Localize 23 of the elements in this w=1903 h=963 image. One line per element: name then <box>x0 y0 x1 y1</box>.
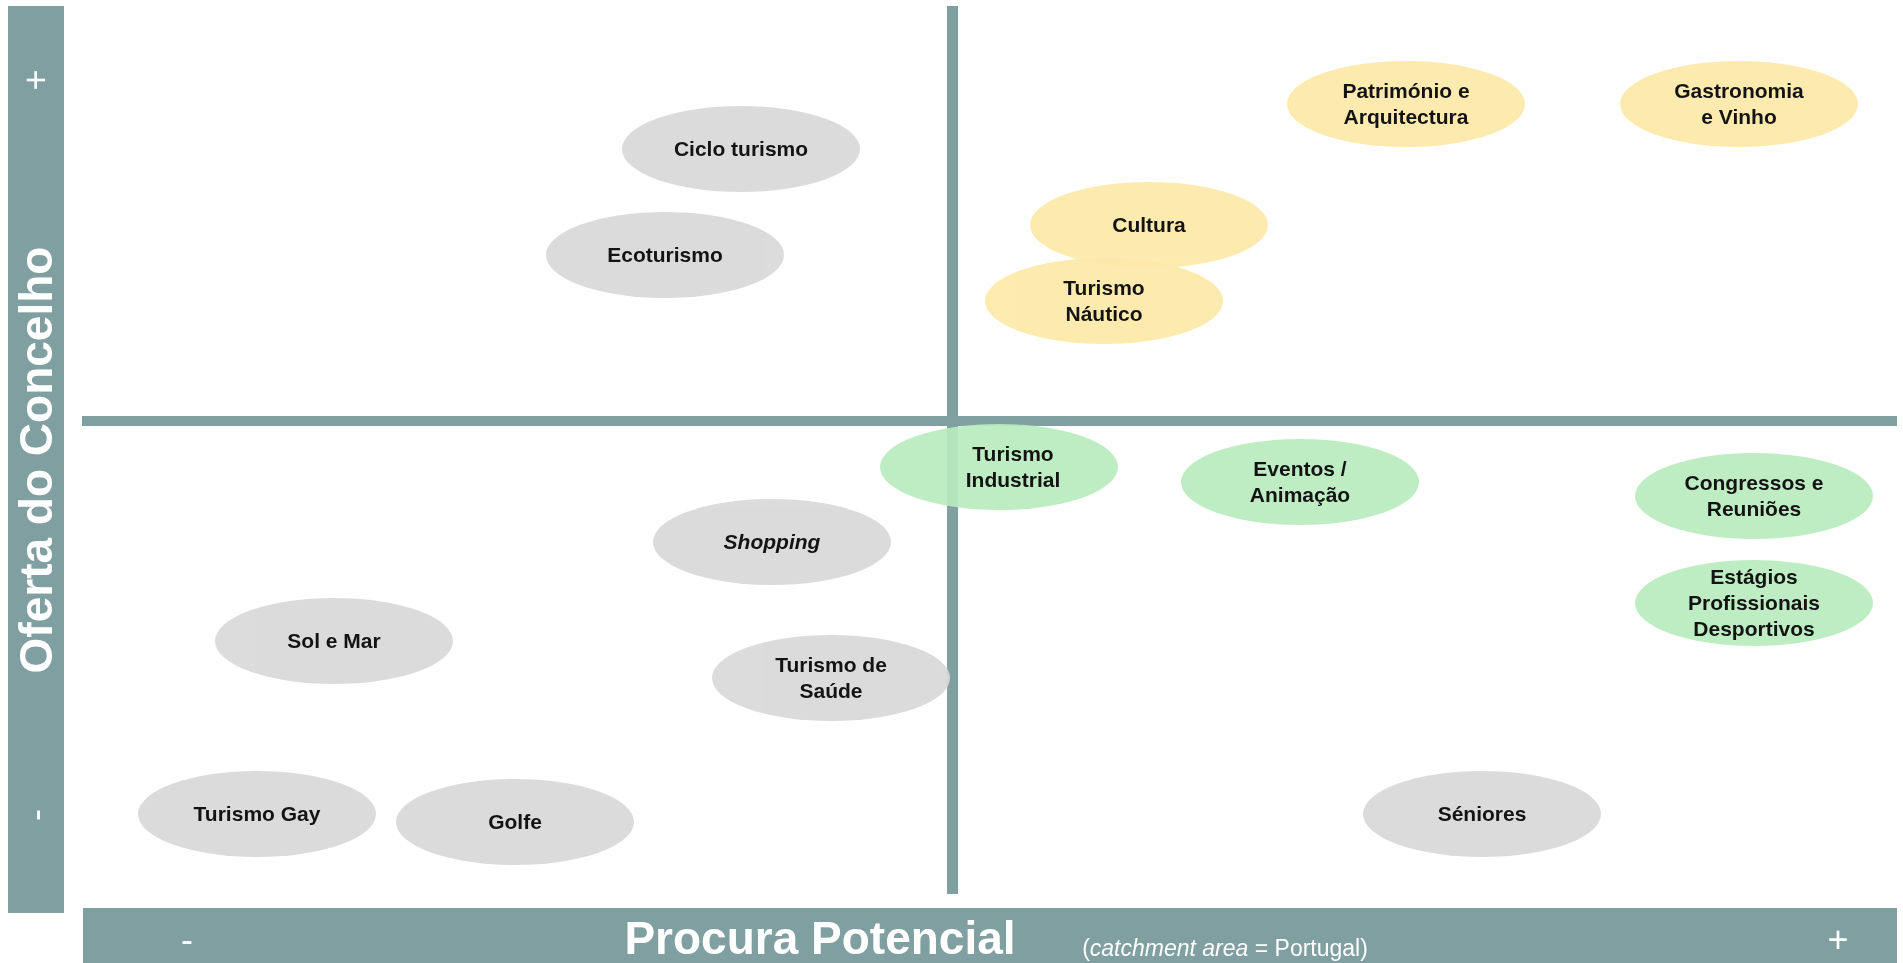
topic-label: Turismo Gay <box>193 800 321 827</box>
topic-label: Turismo Náutico <box>1062 274 1146 327</box>
topic-label: Shopping <box>723 528 821 555</box>
topic-label: Ciclo turismo <box>673 135 809 162</box>
topic-label: Ecoturismo <box>607 241 723 268</box>
axis-title: Procura Potencial <box>624 911 1016 963</box>
axis-title: Oferta do Concelho <box>9 246 63 674</box>
topic-label: Turismo de Saúde <box>774 651 888 704</box>
minus-sign: - <box>181 919 193 961</box>
topic-label: Património e Arquitectura <box>1341 77 1471 130</box>
topic-label: Séniores <box>1437 800 1527 827</box>
plus-sign: + <box>15 69 57 91</box>
topic-label: Cultura <box>1112 211 1186 238</box>
topic-label: Turismo Industrial <box>964 440 1062 493</box>
topic-label: Sol e Mar <box>287 627 381 654</box>
minus-sign: - <box>15 809 57 821</box>
topic-label: Golfe <box>488 808 542 835</box>
topic-label: Gastronomia e Vinho <box>1673 77 1805 130</box>
topic-label: Estágios Profissionais Desportivos <box>1687 563 1821 643</box>
plus-sign: + <box>1827 919 1849 961</box>
topic-label: Congressos e Reuniões <box>1683 469 1825 522</box>
axis-note: (catchment area = Portugal) <box>1082 934 1368 962</box>
topic-label: Eventos / Animação <box>1248 455 1352 508</box>
